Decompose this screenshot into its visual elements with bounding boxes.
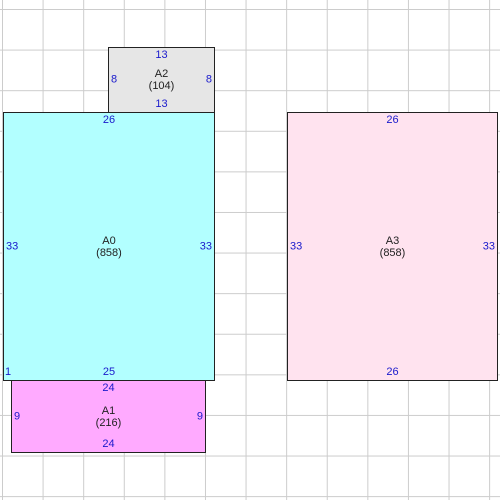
room-a1-left-dimension: 9 (14, 410, 21, 422)
room-a0-bottom-dimension: 25 (102, 366, 116, 378)
room-a1-top-dimension: 24 (102, 382, 115, 394)
room-a2-area: (104) (148, 80, 175, 92)
room-a2-top-dimension: 13 (155, 49, 168, 61)
room-a3[interactable]: 26 26 33 33 A3 (858) (287, 112, 498, 381)
room-a3-bottom-dimension: 26 (386, 366, 399, 378)
room-a0-name: A0 (102, 234, 116, 247)
room-a1[interactable]: 24 24 9 9 A1 (216) (11, 380, 206, 453)
room-a0-top-dimension: 26 (102, 114, 116, 126)
room-a2-left-dimension: 8 (111, 73, 118, 86)
room-a2[interactable]: 13 13 8 8 A2 (104) (108, 47, 215, 113)
room-a1-label: A1 (216) (12, 405, 205, 429)
room-a0[interactable]: 26 25 33 33 1 A0 (858) (3, 112, 215, 381)
room-a3-right-dimension: 33 (482, 240, 495, 252)
room-a2-label: A2 (104) (109, 68, 214, 92)
room-a0-left-dimension: 33 (6, 240, 19, 252)
room-a0-corner-dimension: 1 (5, 366, 12, 378)
room-a3-area: (858) (379, 246, 406, 259)
room-a2-name: A2 (154, 68, 169, 80)
room-a3-label: A3 (858) (288, 235, 497, 259)
room-a1-area: (216) (95, 416, 122, 429)
room-a1-bottom-dimension: 24 (102, 438, 115, 450)
room-a0-label: A0 (858) (4, 235, 214, 259)
room-a3-top-dimension: 26 (386, 114, 399, 126)
room-a3-name: A3 (385, 234, 400, 247)
room-a0-right-dimension: 33 (199, 240, 212, 252)
room-a1-name: A1 (101, 404, 116, 417)
room-a0-area: (858) (96, 246, 122, 259)
room-a3-left-dimension: 33 (290, 240, 303, 252)
room-a2-right-dimension: 8 (205, 73, 212, 86)
room-a1-right-dimension: 9 (196, 410, 203, 422)
room-a2-bottom-dimension: 13 (155, 98, 168, 110)
